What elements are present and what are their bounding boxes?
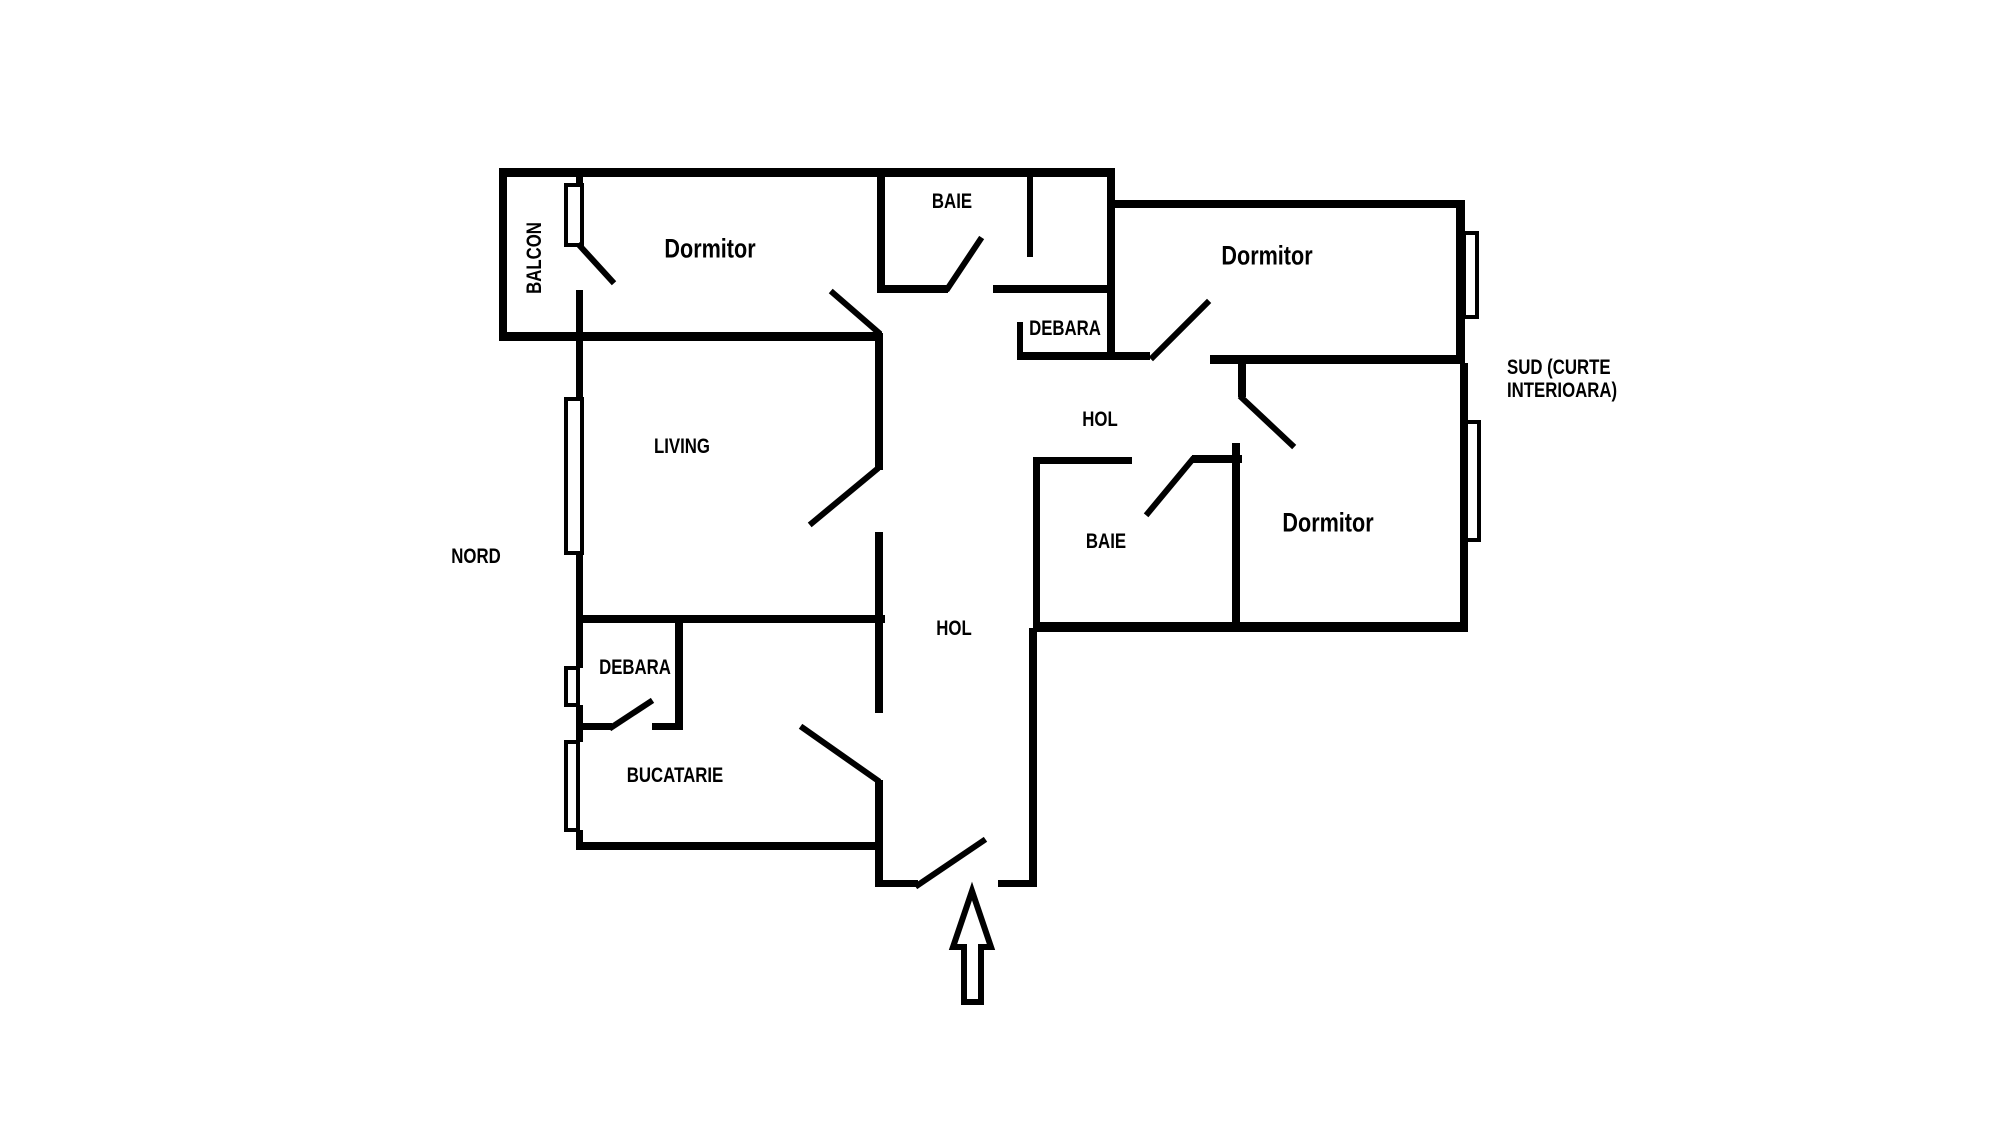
wall-segment bbox=[1238, 360, 1246, 397]
wall-segment bbox=[576, 723, 612, 730]
door-swing bbox=[913, 836, 988, 890]
wall-segment bbox=[576, 177, 583, 185]
wall-segment bbox=[993, 285, 1113, 293]
wall-segment bbox=[1113, 200, 1463, 208]
window-marker bbox=[564, 397, 584, 555]
door-swing bbox=[943, 235, 985, 293]
wall-segment bbox=[875, 880, 918, 887]
wall-segment bbox=[875, 333, 883, 470]
wall-segment bbox=[499, 168, 1115, 177]
wall-segment bbox=[875, 780, 883, 850]
wall-segment bbox=[875, 845, 883, 887]
wall-segment bbox=[576, 830, 583, 850]
wall-segment bbox=[576, 615, 885, 623]
door-swing bbox=[828, 288, 883, 337]
wall-segment bbox=[1033, 622, 1468, 632]
wall-segment bbox=[576, 290, 583, 332]
wall-segment bbox=[1232, 443, 1240, 632]
wall-segment bbox=[1033, 457, 1040, 632]
wall-segment bbox=[1456, 200, 1465, 363]
entrance-arrow-icon bbox=[948, 881, 996, 1005]
wall-segment bbox=[1210, 355, 1463, 364]
wall-segment bbox=[1017, 352, 1115, 360]
wall-segment bbox=[1115, 352, 1150, 360]
wall-segment bbox=[577, 842, 881, 850]
window-marker bbox=[1462, 231, 1479, 319]
wall-segment bbox=[877, 285, 948, 293]
door-swing bbox=[1237, 393, 1297, 450]
wall-segment bbox=[1017, 322, 1023, 360]
wall-segment bbox=[998, 880, 1036, 887]
door-swing bbox=[607, 697, 655, 732]
door-swing bbox=[575, 241, 617, 286]
wall-segment bbox=[499, 168, 507, 338]
wall-segment bbox=[1029, 628, 1037, 887]
window-marker bbox=[564, 740, 580, 832]
wall-segment bbox=[576, 622, 583, 668]
wall-segment bbox=[652, 723, 683, 730]
door-swing bbox=[1148, 298, 1212, 362]
wall-segment bbox=[877, 168, 885, 292]
wall-segment bbox=[1027, 177, 1033, 257]
wall-segment bbox=[576, 553, 583, 622]
wall-segment bbox=[576, 341, 583, 399]
wall-segment bbox=[499, 332, 882, 341]
window-marker bbox=[564, 666, 580, 707]
window-marker bbox=[564, 183, 584, 247]
door-swing bbox=[798, 723, 882, 785]
wall-segment bbox=[1192, 455, 1242, 463]
door-swing bbox=[807, 465, 881, 528]
door-swing bbox=[1143, 455, 1197, 518]
window-marker bbox=[1464, 420, 1481, 542]
wall-segment bbox=[675, 622, 683, 730]
wall-segment bbox=[1033, 457, 1132, 464]
wall-segment bbox=[1107, 177, 1115, 360]
